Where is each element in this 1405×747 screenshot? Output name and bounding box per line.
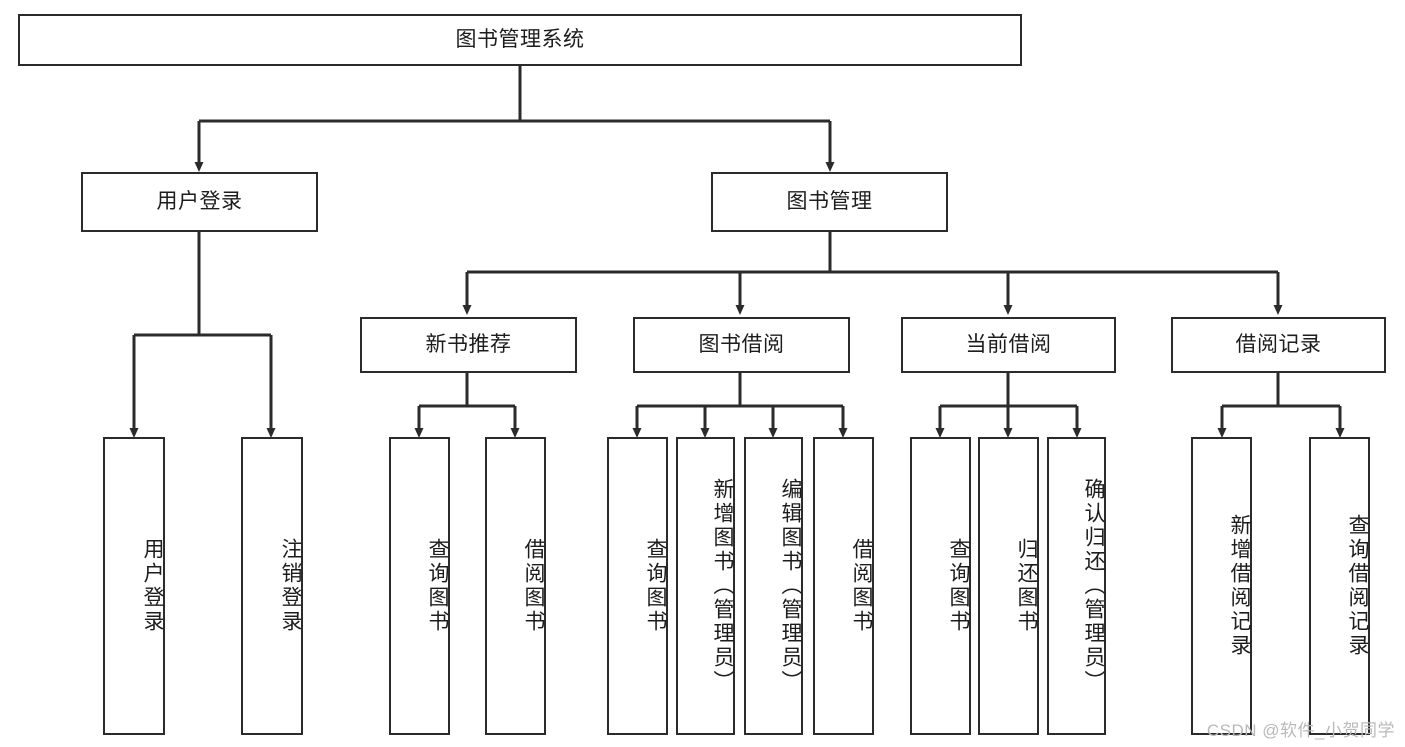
node-current-borrow[interactable]: 当前借阅 [901,317,1116,373]
node-root-label: 图书管理系统 [455,28,585,52]
leaf-logout-label: 注销登录 [279,538,302,634]
node-borrow-record[interactable]: 借阅记录 [1171,317,1386,373]
leaf-edit-book-admin[interactable]: 编辑图书（管理员） [744,437,803,735]
node-root[interactable]: 图书管理系统 [18,14,1022,66]
leaf-borrow-book-recommend[interactable]: 借阅图书 [485,437,546,735]
node-book-management[interactable]: 图书管理 [711,172,948,232]
node-book-management-label: 图书管理 [786,190,873,214]
leaf-confirm-return-admin[interactable]: 确认归还（管理员） [1047,437,1106,735]
leaf-borrow-book-recommend-label: 借阅图书 [522,538,545,634]
leaf-return-book-label: 归还图书 [1015,538,1038,634]
leaf-user-login[interactable]: 用户登录 [103,437,165,735]
node-user-login[interactable]: 用户登录 [81,172,318,232]
leaf-query-book-recommend[interactable]: 查询图书 [389,437,450,735]
leaf-borrow-book[interactable]: 借阅图书 [813,437,874,735]
leaf-logout[interactable]: 注销登录 [241,437,303,735]
leaf-add-borrow-record[interactable]: 新增借阅记录 [1191,437,1252,735]
leaf-query-book-borrow-label: 查询图书 [644,538,667,634]
leaf-confirm-return-admin-label: 确认归还（管理员） [1082,478,1105,694]
leaf-query-book-current[interactable]: 查询图书 [910,437,971,735]
leaf-edit-book-admin-label: 编辑图书（管理员） [779,478,802,694]
leaf-add-borrow-record-label: 新增借阅记录 [1228,514,1251,658]
node-borrow-record-label: 借阅记录 [1235,333,1322,357]
leaf-add-book-admin-label: 新增图书（管理员） [711,478,734,694]
node-book-borrow[interactable]: 图书借阅 [633,317,850,373]
node-new-book-recommend[interactable]: 新书推荐 [360,317,577,373]
leaf-borrow-book-label: 借阅图书 [850,538,873,634]
node-user-login-label: 用户登录 [156,190,243,214]
leaf-query-book-borrow[interactable]: 查询图书 [607,437,668,735]
leaf-query-book-current-label: 查询图书 [947,538,970,634]
leaf-query-book-recommend-label: 查询图书 [426,538,449,634]
leaf-add-book-admin[interactable]: 新增图书（管理员） [676,437,735,735]
node-book-borrow-label: 图书借阅 [698,333,785,357]
watermark: CSDN @软件_小贺同学 [1206,721,1395,740]
leaf-return-book[interactable]: 归还图书 [978,437,1039,735]
leaf-query-borrow-record[interactable]: 查询借阅记录 [1309,437,1370,735]
leaf-user-login-label: 用户登录 [141,538,164,634]
node-current-borrow-label: 当前借阅 [965,333,1052,357]
leaf-query-borrow-record-label: 查询借阅记录 [1346,514,1369,658]
node-new-book-recommend-label: 新书推荐 [425,333,512,357]
